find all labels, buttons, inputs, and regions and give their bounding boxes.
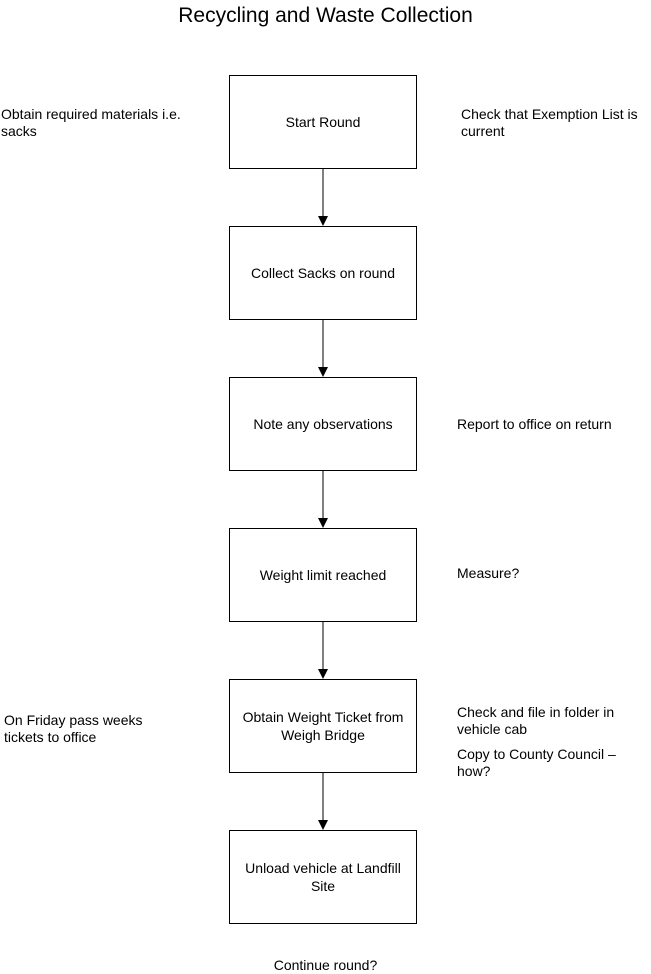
step-collect-sacks: Collect Sacks on round — [229, 226, 417, 320]
note-friday-tickets: On Friday pass weeks tickets to office — [4, 712, 143, 745]
note-obtain-materials: Obtain required materials i.e. sacks — [1, 106, 181, 139]
step-weight-limit: Weight limit reached — [229, 528, 417, 622]
note-report-office: Report to office on return — [457, 416, 612, 432]
step-note-observations: Note any observations — [229, 377, 417, 471]
note-continue-round: Continue round? — [273, 957, 378, 973]
step-unload-vehicle: Unload vehicle at Landfill Site — [229, 830, 417, 924]
step-start-round: Start Round — [229, 75, 417, 169]
note-copy-county: Copy to County Council – how? — [457, 746, 616, 779]
diagram-title: Recycling and Waste Collection — [178, 4, 473, 27]
note-check-file: Check and file in folder in vehicle cab — [457, 704, 615, 737]
note-exemption-list: Check that Exemption List is current — [461, 106, 638, 139]
note-measure: Measure? — [457, 565, 520, 581]
step-weight-ticket: Obtain Weight Ticket from Weigh Bridge — [229, 679, 417, 773]
